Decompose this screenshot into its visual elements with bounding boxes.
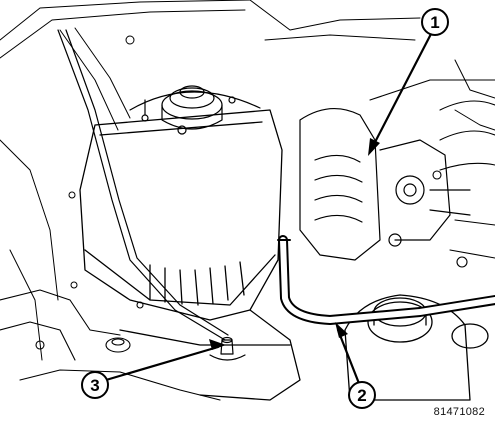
callout-3-number: 3	[90, 376, 99, 395]
air-cleaner-housing	[79, 109, 301, 401]
leader-line-1	[370, 30, 434, 150]
fitting	[209, 336, 246, 361]
callout-2-number: 2	[357, 386, 366, 405]
callout-3: 3	[81, 371, 109, 399]
arrowhead-2	[335, 322, 348, 338]
leader-line-2	[336, 328, 362, 388]
callout-1: 1	[421, 8, 449, 36]
callout-1-number: 1	[430, 13, 439, 32]
arrowheads	[209, 138, 380, 350]
intake-manifold	[369, 79, 495, 268]
figure-number: 81471082	[433, 406, 485, 418]
throttle-body	[299, 107, 471, 261]
lower-bracket	[0, 289, 221, 401]
arrowhead-3	[209, 339, 226, 350]
arrowhead-1	[368, 138, 380, 156]
callout-2: 2	[348, 381, 376, 409]
hose	[277, 235, 495, 325]
leader-lines	[104, 30, 434, 388]
strut-tower-mount	[129, 85, 261, 135]
hood-prop-rod	[57, 29, 229, 341]
leader-line-3	[104, 345, 220, 382]
